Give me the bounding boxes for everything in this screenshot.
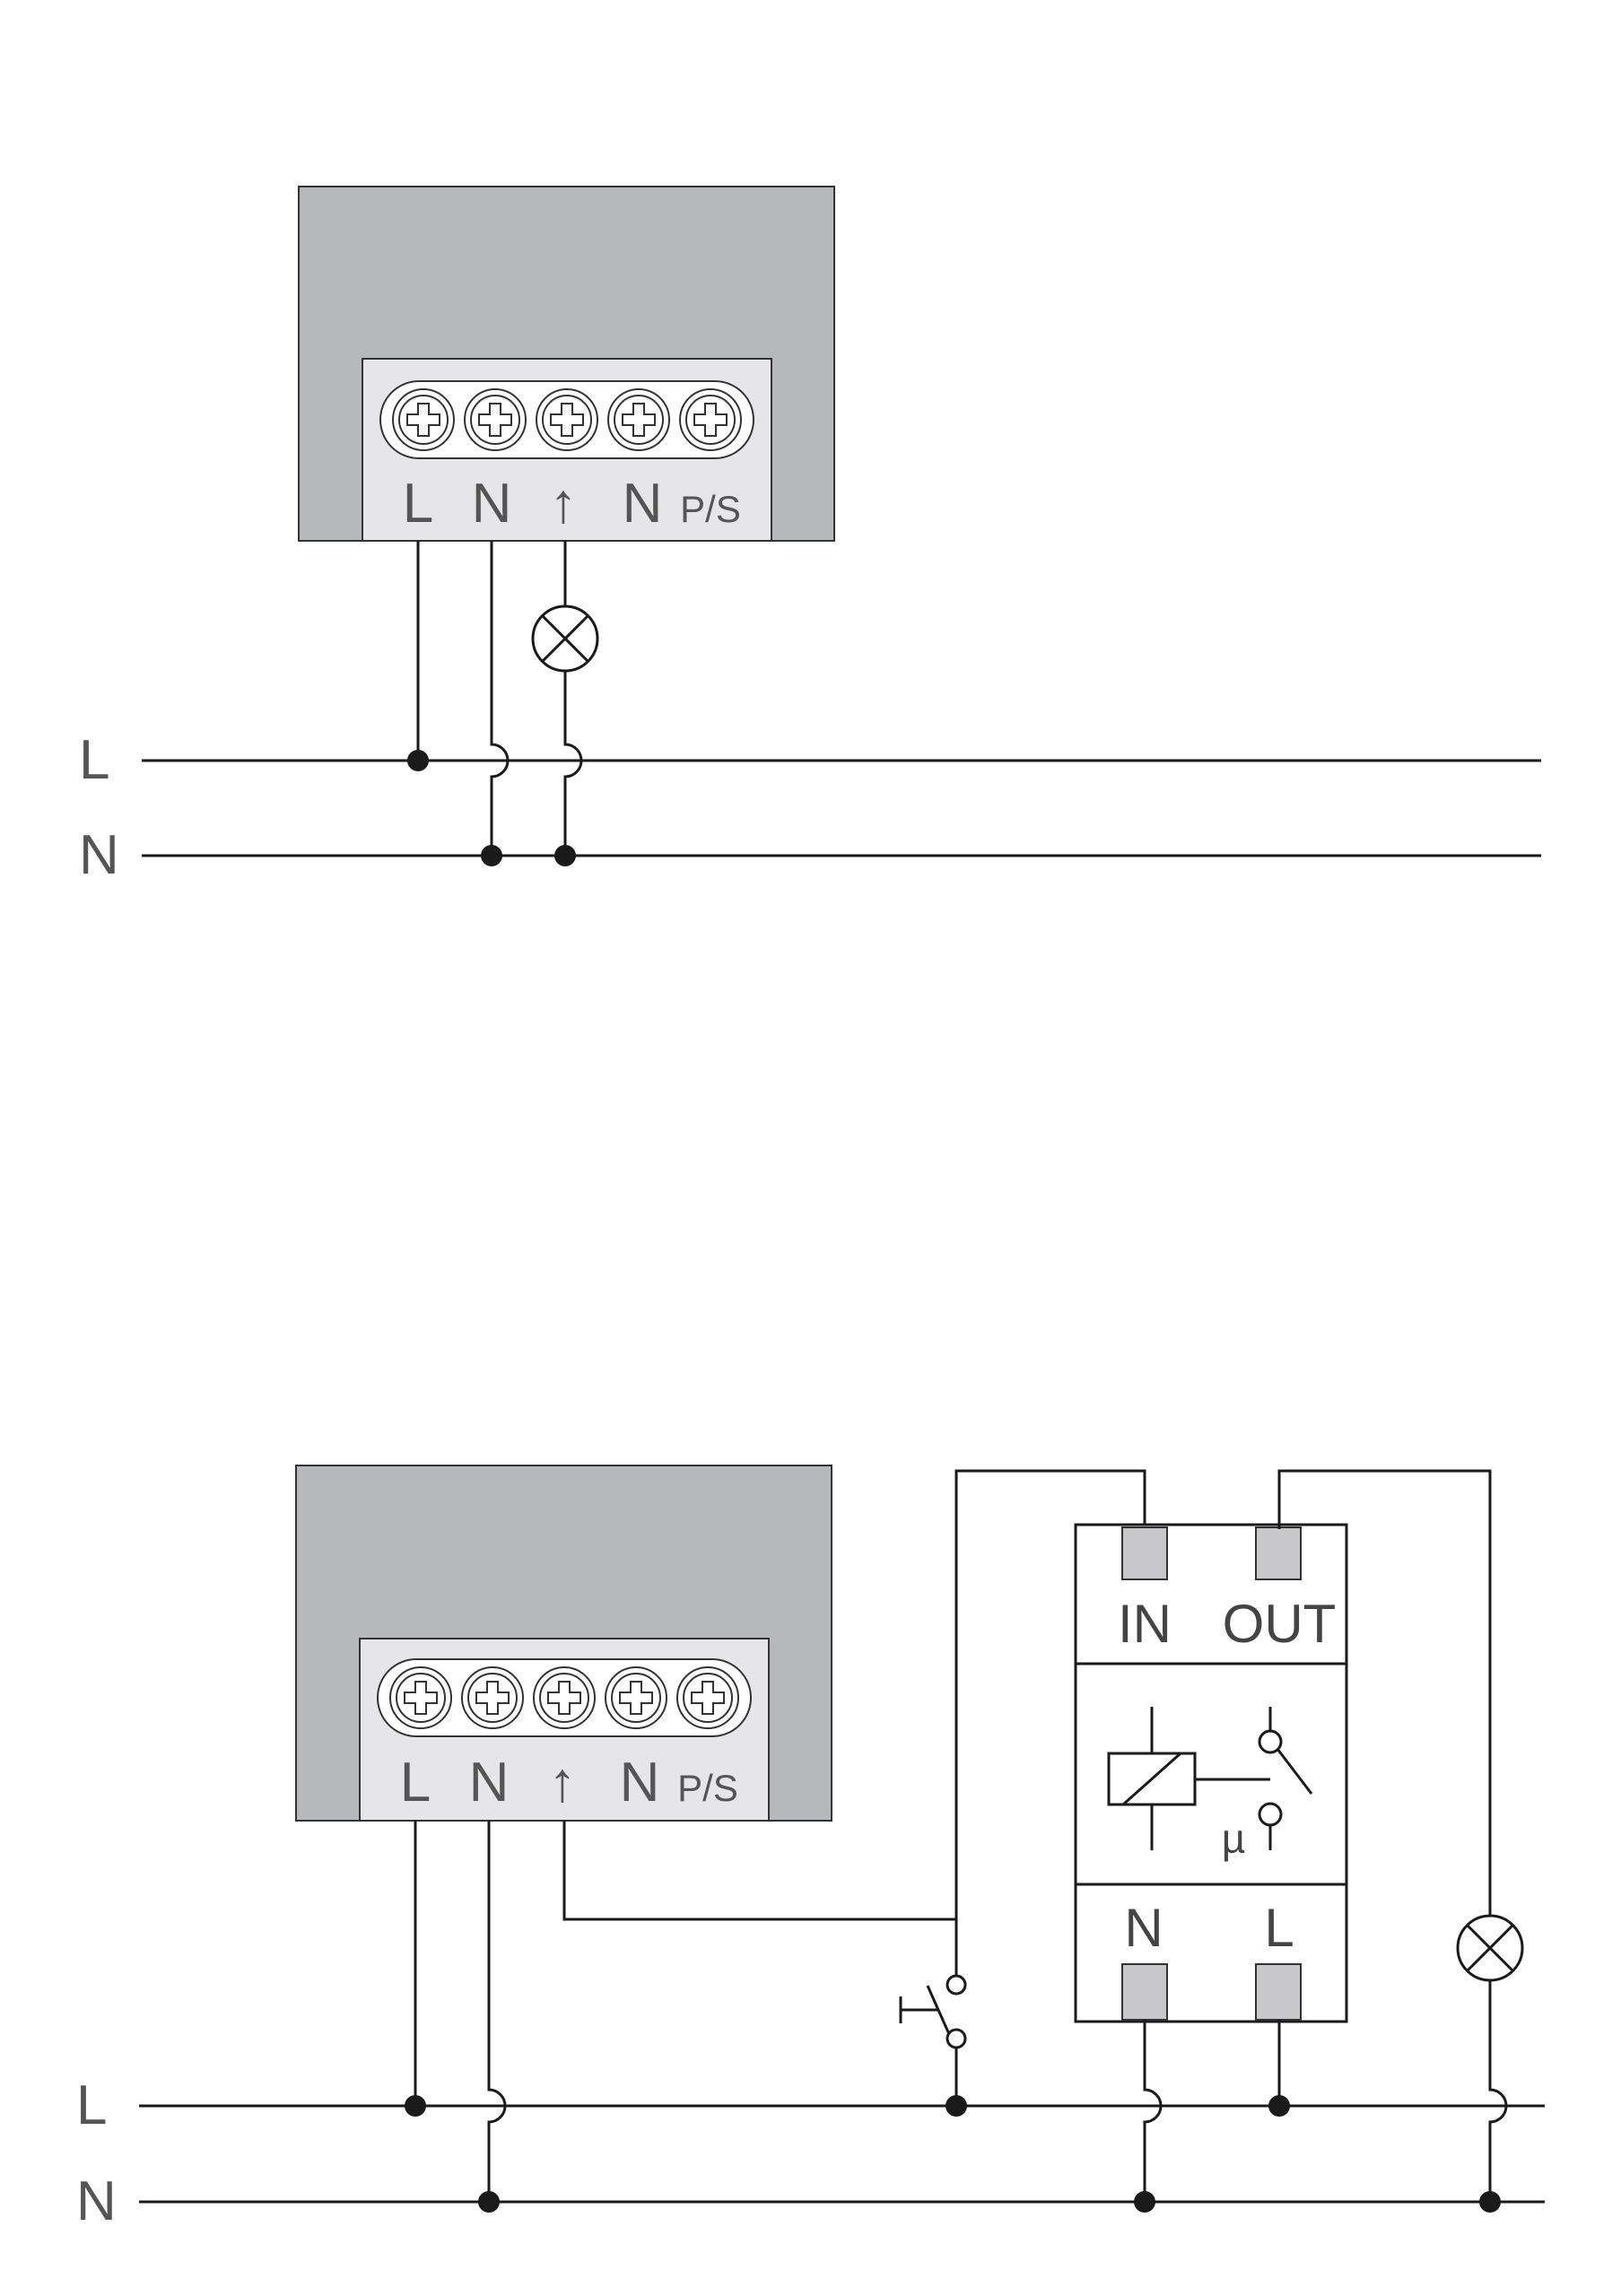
terminal-label-N2: N [620,1752,660,1813]
lamp-icon [1456,1914,1524,1982]
bus-label-N: N [79,824,119,886]
junction-dot [1134,2191,1155,2213]
junction-dot [405,2095,426,2117]
terminal-label-L: L [400,1752,431,1813]
relay-label-in: IN [1118,1594,1172,1654]
relay-terminal-in [1121,1526,1168,1580]
terminal-label-output-arrow: ↑ [549,1752,577,1813]
junction-dot [1479,2191,1501,2213]
wire-N-top [490,541,510,856]
wire-relay-out-to-lamp [1277,1469,1492,1916]
terminal-label-N2: N [623,473,663,535]
bus-label-L: L [76,2074,107,2136]
terminal-label-L: L [403,473,433,535]
screw-terminal-icon [392,388,742,451]
pushbutton-icon [899,1919,967,2106]
wire-relay-n [1143,2020,1163,2202]
junction-dot [1268,2095,1290,2117]
junction-dot [554,845,576,866]
junction-dot [478,2191,500,2213]
relay-terminal-n [1121,1963,1168,2021]
terminal-label-N: N [472,473,512,535]
relay-label-L: L [1264,1898,1294,1958]
terminal-label-N: N [469,1752,510,1813]
wire-to-relay-in [954,1469,1146,1919]
relay-terminal-l [1255,1963,1302,2021]
wire-N-bottom [487,1821,507,2202]
junction-dot [481,845,502,866]
terminal-label-ps: P/S [677,1767,738,1809]
relay-terminal-out [1255,1526,1302,1580]
lamp-icon [531,604,599,673]
bus-label-N: N [76,2170,117,2232]
junction-dot [946,2095,967,2117]
relay-mu-label: µ [1222,1815,1246,1862]
relay-label-N: N [1124,1898,1163,1958]
terminal-label-ps: P/S [680,488,741,530]
diagram-bottom: L N ↑ N P/S L N [76,1465,1545,2232]
relay-label-out: OUT [1223,1594,1337,1654]
screw-terminal-icon [389,1666,739,1729]
terminal-label-output-arrow: ↑ [550,473,578,535]
junction-dot [407,750,429,771]
wire-output-bottom [562,1821,956,1921]
diagram-top: L N ↑ N P/S L N [79,186,1541,886]
relay-coil-icon [1107,1707,1313,1850]
wire-lamp-to-N [1488,1980,1508,2202]
relay-module: IN OUT µ N L [1074,1523,1348,2023]
bus-label-L: L [79,729,109,791]
wire-lamp-to-N [563,671,583,856]
